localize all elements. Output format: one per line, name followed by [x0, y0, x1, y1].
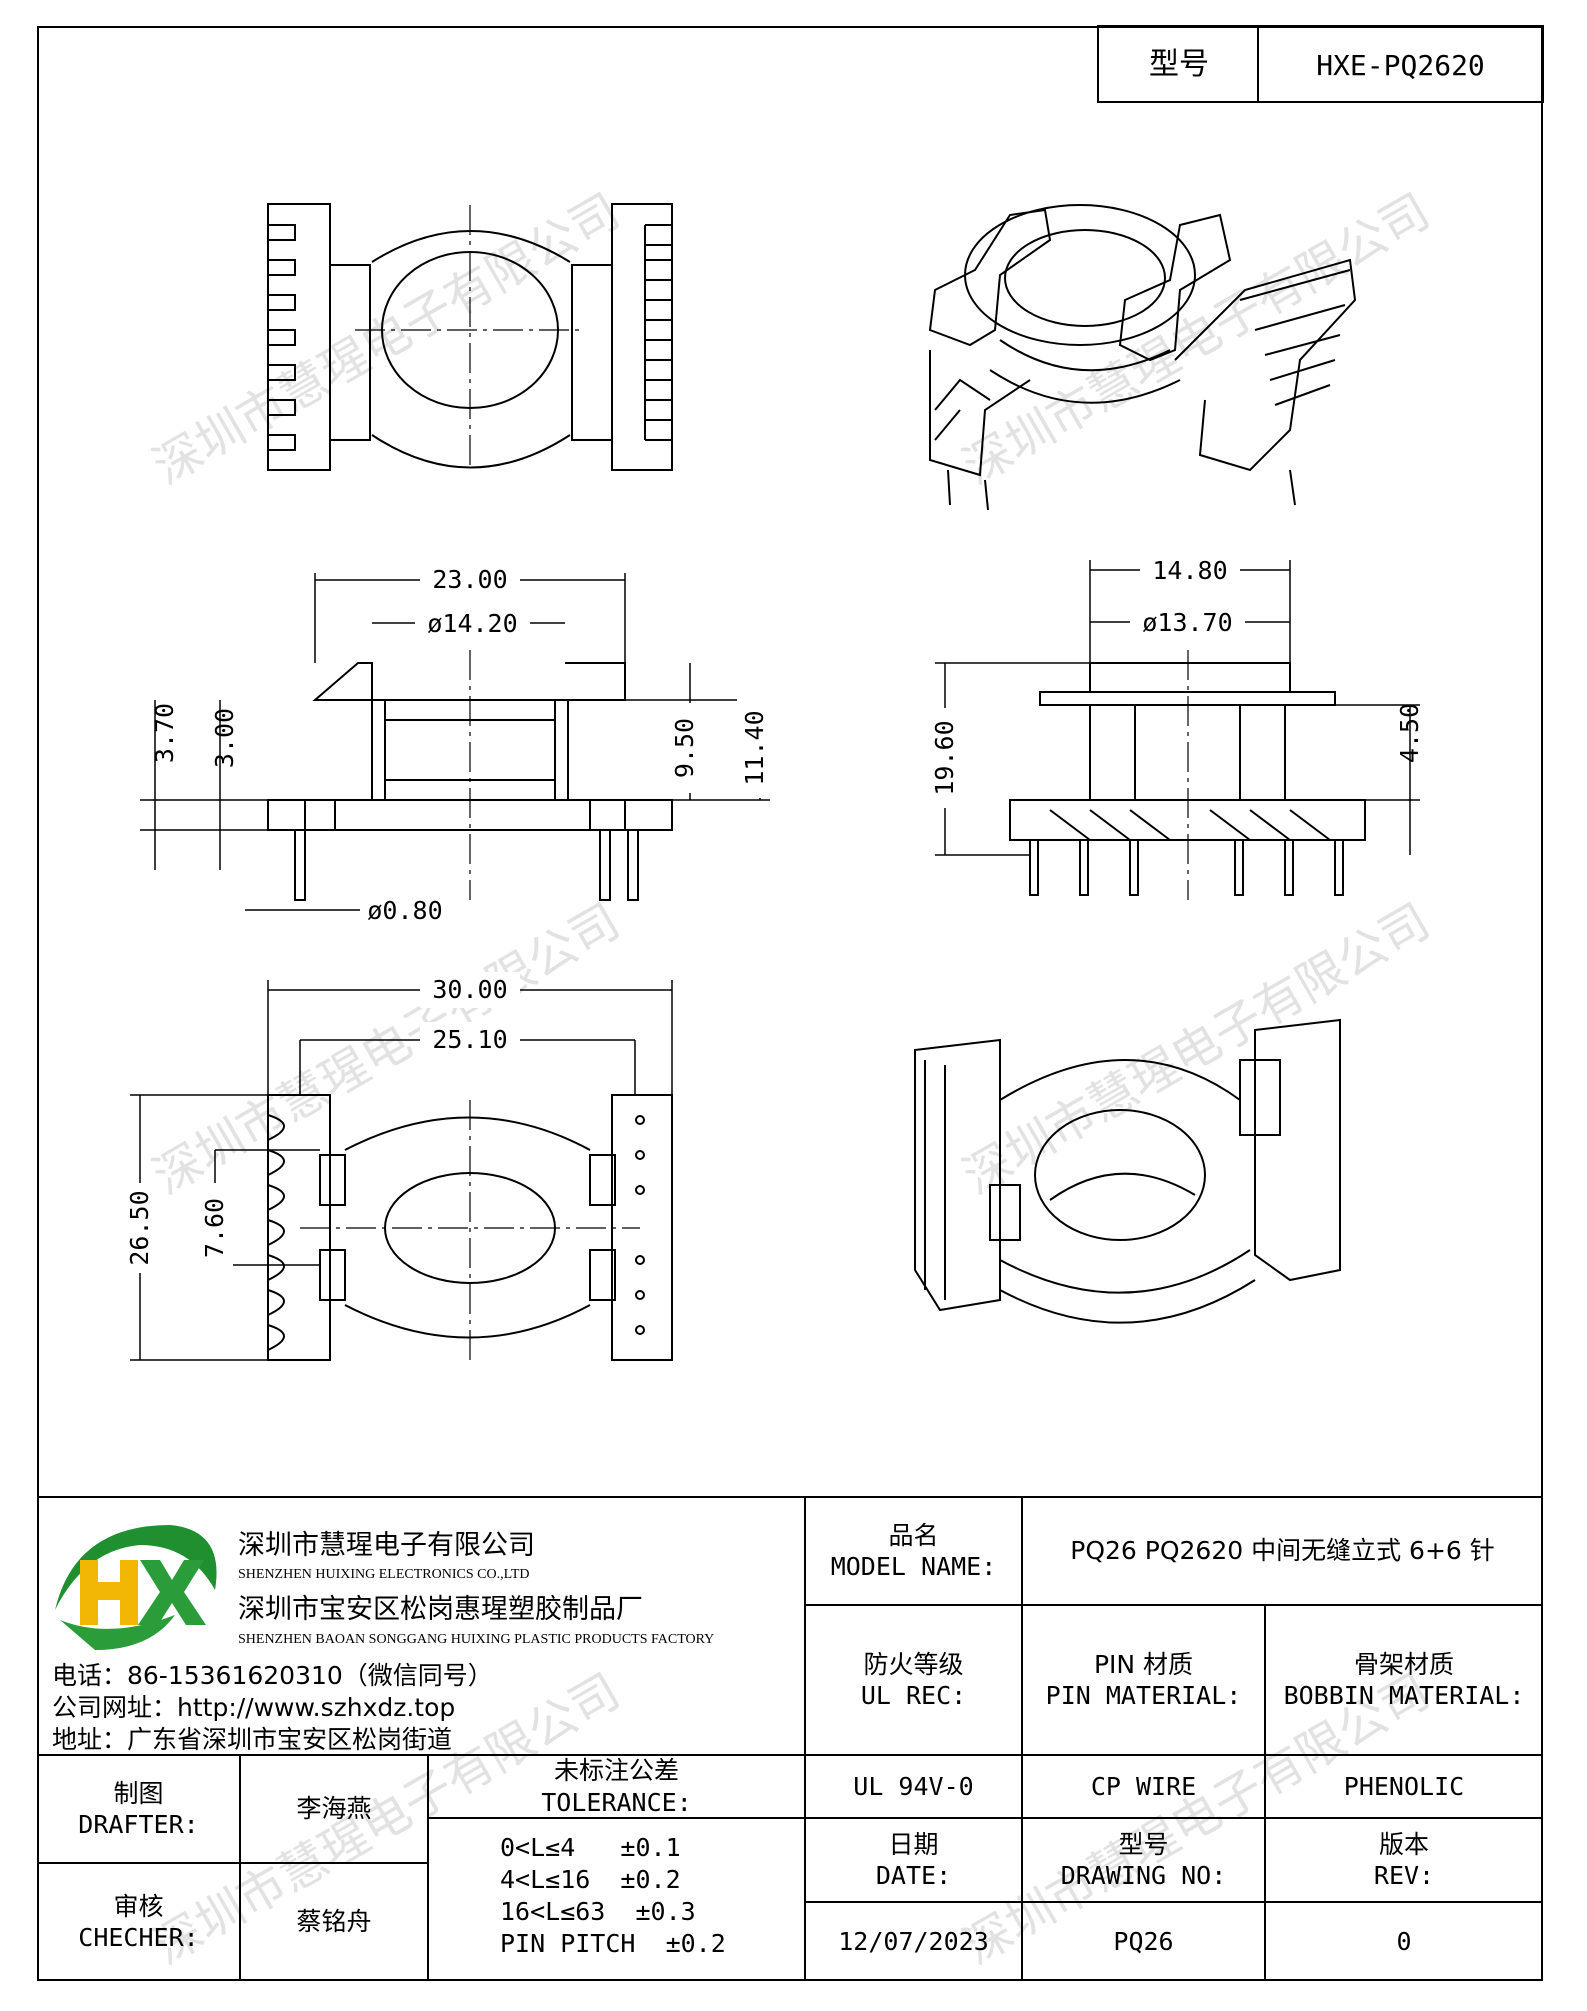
drawing-frame	[37, 26, 1543, 1981]
tolerance-table: 0<L≤4 ±0.1 4<L≤16 ±0.2 16<L≤63 ±0.3 PIN …	[500, 1832, 726, 1960]
company-website: 公司网址：http://www.szhxdz.top	[52, 1693, 456, 1722]
tolerance-line: 4<L≤16 ±0.2	[500, 1865, 681, 1894]
tolerance-line: PIN PITCH ±0.2	[500, 1929, 726, 1958]
dim-3-00: 3.00	[210, 707, 240, 769]
company-name-en: SHENZHEN HUIXING ELECTRONICS CO.,LTD	[238, 1567, 530, 1582]
date-value: 12/07/2023	[838, 1926, 989, 1956]
top-view	[267, 203, 673, 471]
logo-mark	[55, 1525, 217, 1650]
model-label: 型号	[1149, 47, 1209, 83]
dim-13-70: ø13.70	[1130, 605, 1245, 641]
company-phone: 电话：86-15361620310（微信同号）	[52, 1661, 493, 1690]
checker-name: 蔡铭舟	[296, 1907, 372, 1937]
dim-pin-0-80: ø0.80	[367, 896, 443, 926]
drafter-name: 李海燕	[296, 1794, 372, 1824]
dim-4-50: 4.50	[1395, 702, 1425, 764]
dim-7-60: 7.60	[197, 1183, 233, 1273]
dim-19-60: 19.60	[927, 708, 963, 808]
model-value: HXE-PQ2620	[1316, 48, 1485, 82]
drawing-no-value: PQ26	[1113, 1926, 1174, 1956]
iso-view-top	[928, 204, 1357, 511]
dim-26-50: 26.50	[122, 1183, 158, 1273]
tolerance-line: 0<L≤4 ±0.1	[500, 1833, 681, 1862]
dim-14-80: 14.80	[1140, 553, 1240, 589]
iso-view-bottom	[914, 1018, 1341, 1324]
bobbin-material-value: PHENOLIC	[1343, 1771, 1465, 1801]
dim-3-70: 3.70	[150, 702, 180, 764]
rev-value: 0	[1396, 1926, 1412, 1956]
tolerance-line: 16<L≤63 ±0.3	[500, 1897, 696, 1926]
dimension-lines	[130, 560, 1420, 1361]
dim-11-40: 11.40	[737, 698, 773, 798]
pin-material-value: CP WIRE	[1090, 1771, 1197, 1801]
side-view	[1009, 650, 1366, 900]
factory-name-en: SHENZHEN BAOAN SONGGANG HUIXING PLASTIC …	[238, 1632, 715, 1647]
bottom-view	[267, 1094, 673, 1361]
ul-value: UL 94V-0	[853, 1771, 974, 1801]
company-name-cn: 深圳市慧瑆电子有限公司	[238, 1530, 535, 1561]
company-address: 地址：广东省深圳市宝安区松岗街道	[52, 1725, 453, 1754]
model-name-value: PQ26 PQ2620 中间无缝立式 6+6 针	[1070, 1536, 1495, 1566]
dim-9-50: 9.50	[667, 703, 703, 793]
dim-14-20: ø14.20	[415, 606, 530, 642]
dim-25-10: 25.10	[420, 1022, 520, 1058]
title-block-grid	[37, 1496, 1543, 1981]
dim-23: 23.00	[420, 562, 520, 598]
dim-30: 30.00	[420, 972, 520, 1008]
front-view	[267, 650, 673, 901]
factory-name-cn: 深圳市宝安区松岗惠瑆塑胶制品厂	[238, 1594, 643, 1625]
